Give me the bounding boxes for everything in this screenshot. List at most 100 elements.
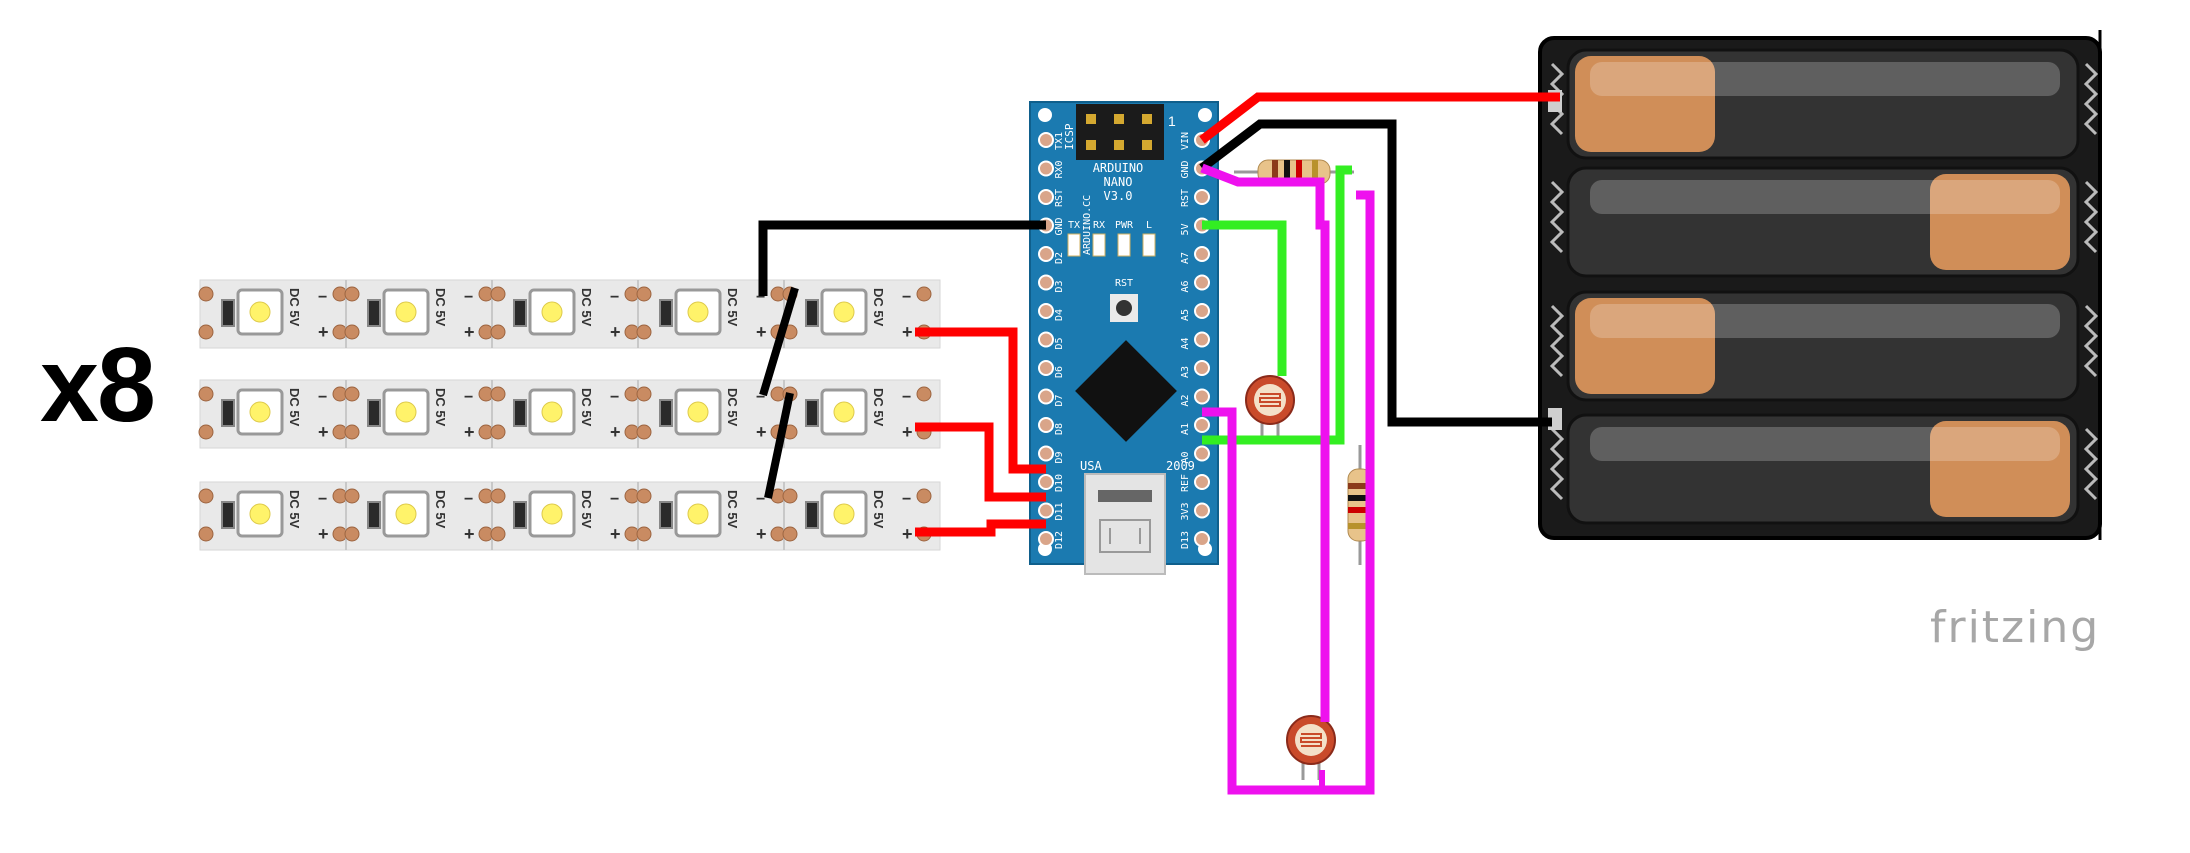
- led-light: [833, 301, 855, 323]
- pin-label-right: 5V: [1180, 223, 1191, 235]
- solder-pad: [344, 286, 360, 302]
- led-light: [249, 301, 271, 323]
- solder-pad: [490, 488, 506, 504]
- pin-hole: [1194, 445, 1210, 462]
- smd-resistor: [659, 501, 673, 529]
- dc-label: DC 5V: [579, 490, 594, 529]
- led-light: [541, 401, 563, 423]
- led-label: RX: [1093, 220, 1105, 231]
- mounting-hole: [1198, 108, 1212, 122]
- dc-label: DC 5V: [287, 388, 302, 427]
- smd-resistor: [367, 501, 381, 529]
- solder-pad: [916, 386, 932, 402]
- wire-data-d12: [915, 519, 1046, 537]
- resistor-band: [1348, 523, 1372, 529]
- pin-label-right: A3: [1180, 366, 1191, 378]
- solder-pad: [636, 526, 652, 542]
- minus-label: −: [318, 289, 327, 306]
- solder-pad: [490, 286, 506, 302]
- spring-left: [1549, 304, 1565, 378]
- pin-label-left: D2: [1054, 252, 1065, 264]
- smd-resistor: [367, 399, 381, 427]
- multiplier-label: x8: [40, 326, 156, 444]
- mounting-hole: [1038, 108, 1052, 122]
- icsp-pin: [1086, 114, 1096, 124]
- dc-label: DC 5V: [871, 288, 886, 327]
- pin-label-left: D6: [1054, 366, 1065, 378]
- light-sensor-lower: [1286, 715, 1336, 780]
- dc-label: DC 5V: [433, 490, 448, 529]
- cell-highlight: [1590, 180, 2060, 214]
- pin-label-left: D9: [1054, 451, 1065, 463]
- battery-cell: [1549, 413, 2099, 525]
- led-light: [687, 301, 709, 323]
- led-light: [395, 401, 417, 423]
- dc-label: DC 5V: [433, 288, 448, 327]
- pin-hole: [1038, 132, 1054, 148]
- reset-label: RST: [1115, 278, 1133, 289]
- pin-hole: [1194, 360, 1210, 376]
- led-light: [687, 401, 709, 423]
- status-led: [1092, 233, 1106, 257]
- pin-hole: [1038, 502, 1054, 519]
- plus-label: +: [756, 322, 767, 342]
- usb-connector: [1084, 473, 1166, 575]
- pin-label-left: D7: [1054, 394, 1065, 406]
- pin-label-right: 3V3: [1180, 502, 1191, 520]
- pin-label-right: A0: [1180, 451, 1191, 463]
- smd-resistor: [221, 299, 235, 327]
- plus-label: +: [464, 422, 475, 442]
- pin-hole: [1038, 189, 1054, 205]
- plus-label: +: [902, 524, 913, 544]
- strip-segment: DC 5V−+: [636, 482, 786, 550]
- strip-segment: DC 5V−+: [344, 482, 494, 550]
- minus-label: −: [464, 289, 473, 306]
- light-sensor-upper: [1245, 375, 1295, 440]
- strip-segment: DC 5V−+: [198, 386, 348, 442]
- pin-hole: [1038, 388, 1054, 405]
- pin-label-left: D10: [1054, 474, 1065, 492]
- smd-resistor: [221, 399, 235, 427]
- pin-label-right: D13: [1180, 531, 1191, 549]
- pin-hole: [1038, 360, 1054, 376]
- solder-pad: [344, 386, 360, 402]
- battery-pack: [1538, 30, 2102, 540]
- spring-left: [1549, 427, 1565, 501]
- components: [1234, 159, 1373, 780]
- plus-label: +: [318, 524, 329, 544]
- icsp-pin: [1142, 140, 1152, 150]
- pin-hole: [1194, 502, 1210, 519]
- pin-label-left: GND: [1054, 217, 1065, 235]
- board-version: V3.0: [1104, 189, 1133, 203]
- minus-label: −: [318, 389, 327, 406]
- icsp-header: [1076, 104, 1164, 160]
- status-led: [1067, 233, 1081, 257]
- pin-label-left: D5: [1054, 337, 1065, 349]
- pin-label-right: A2: [1180, 394, 1191, 406]
- led-label: PWR: [1115, 220, 1134, 231]
- plus-label: +: [902, 422, 913, 442]
- plus-label: +: [902, 322, 913, 342]
- led-light: [541, 301, 563, 323]
- dc-label: DC 5V: [871, 490, 886, 529]
- minus-label: −: [756, 289, 765, 306]
- fritzing-watermark: fritzing: [1930, 602, 2101, 653]
- solder-pad: [198, 286, 214, 302]
- battery-cell: [1549, 166, 2099, 278]
- ldr-window: [1295, 724, 1327, 756]
- solder-pad: [344, 526, 360, 542]
- solder-pad: [490, 526, 506, 542]
- pin-label-left: D8: [1054, 423, 1065, 435]
- cell-highlight: [1590, 62, 2060, 96]
- dc-label: DC 5V: [579, 388, 594, 427]
- smd-resistor: [513, 299, 527, 327]
- solder-pad: [198, 488, 214, 504]
- wire-a0-divider: [1202, 165, 1352, 445]
- led-light: [541, 503, 563, 525]
- minus-label: −: [902, 491, 911, 508]
- cell-terminal-end: [1575, 56, 1715, 152]
- solder-pad: [782, 488, 798, 504]
- plus-label: +: [756, 422, 767, 442]
- plus-label: +: [610, 322, 621, 342]
- solder-pad: [636, 286, 652, 302]
